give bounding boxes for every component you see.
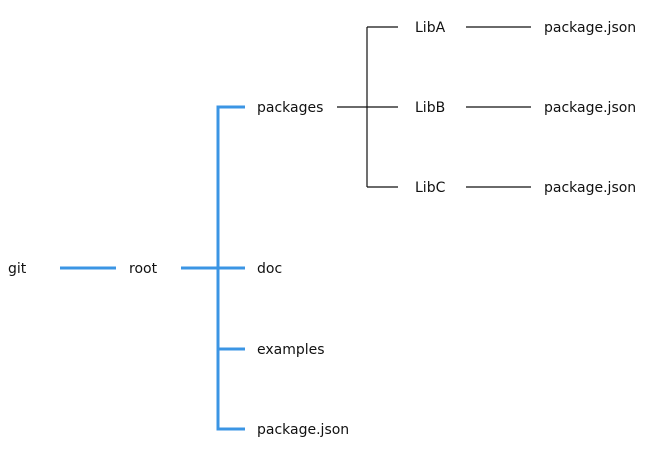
node-root: root [129,261,158,277]
node-examples: examples [257,342,325,358]
node-doc: doc [257,261,282,277]
node-packages: packages [257,100,323,116]
secondary-edges [337,26,531,188]
node-git: git [8,261,27,277]
node-labels: git root packages doc examples package.j… [8,20,636,438]
primary-edges [60,105,245,431]
node-libb-package-json: package.json [544,100,636,116]
node-libc: LibC [415,180,446,196]
node-libc-package-json: package.json [544,180,636,196]
node-root-package-json: package.json [257,422,349,438]
node-libb: LibB [415,100,445,116]
node-liba-package-json: package.json [544,20,636,36]
node-liba: LibA [415,20,446,36]
